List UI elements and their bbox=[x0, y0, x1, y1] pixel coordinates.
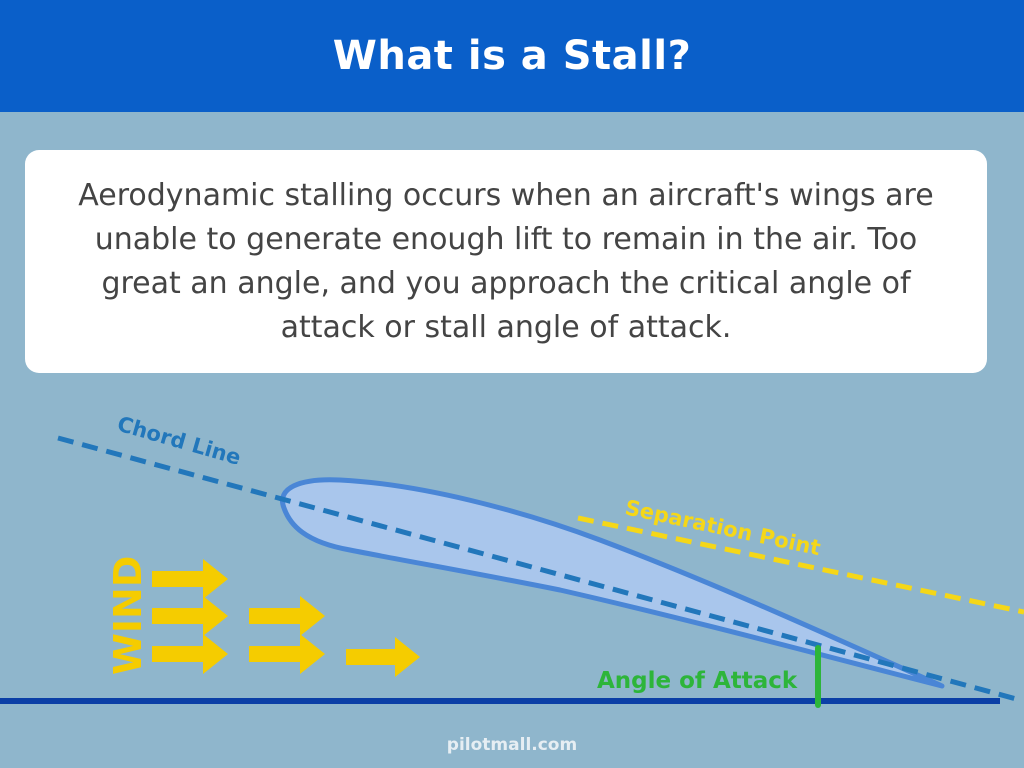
separation-point-label: Separation Point bbox=[623, 495, 823, 560]
header-bar: What is a Stall? bbox=[0, 0, 1024, 112]
footer-site: pilotmall.com bbox=[446, 735, 578, 755]
page-title: What is a Stall? bbox=[332, 33, 692, 79]
wind-arrow-icon bbox=[249, 596, 325, 636]
wind-arrow-icon bbox=[249, 634, 325, 674]
wind-arrow-icon bbox=[152, 596, 228, 636]
description-card: Aerodynamic stalling occurs when an airc… bbox=[25, 150, 987, 373]
separation-line bbox=[577, 515, 1024, 615]
wind-label: WIND bbox=[106, 556, 150, 675]
wind-arrow-icon bbox=[346, 637, 420, 677]
airfoil bbox=[280, 477, 945, 689]
wind-arrow-icon bbox=[152, 634, 228, 674]
description-text: Aerodynamic stalling occurs when an airc… bbox=[78, 177, 934, 345]
angle-of-attack-label: Angle of Attack bbox=[597, 668, 798, 694]
wind-arrow-icon bbox=[152, 559, 228, 599]
wind-arrows bbox=[152, 559, 420, 677]
chord-line bbox=[57, 435, 1021, 703]
